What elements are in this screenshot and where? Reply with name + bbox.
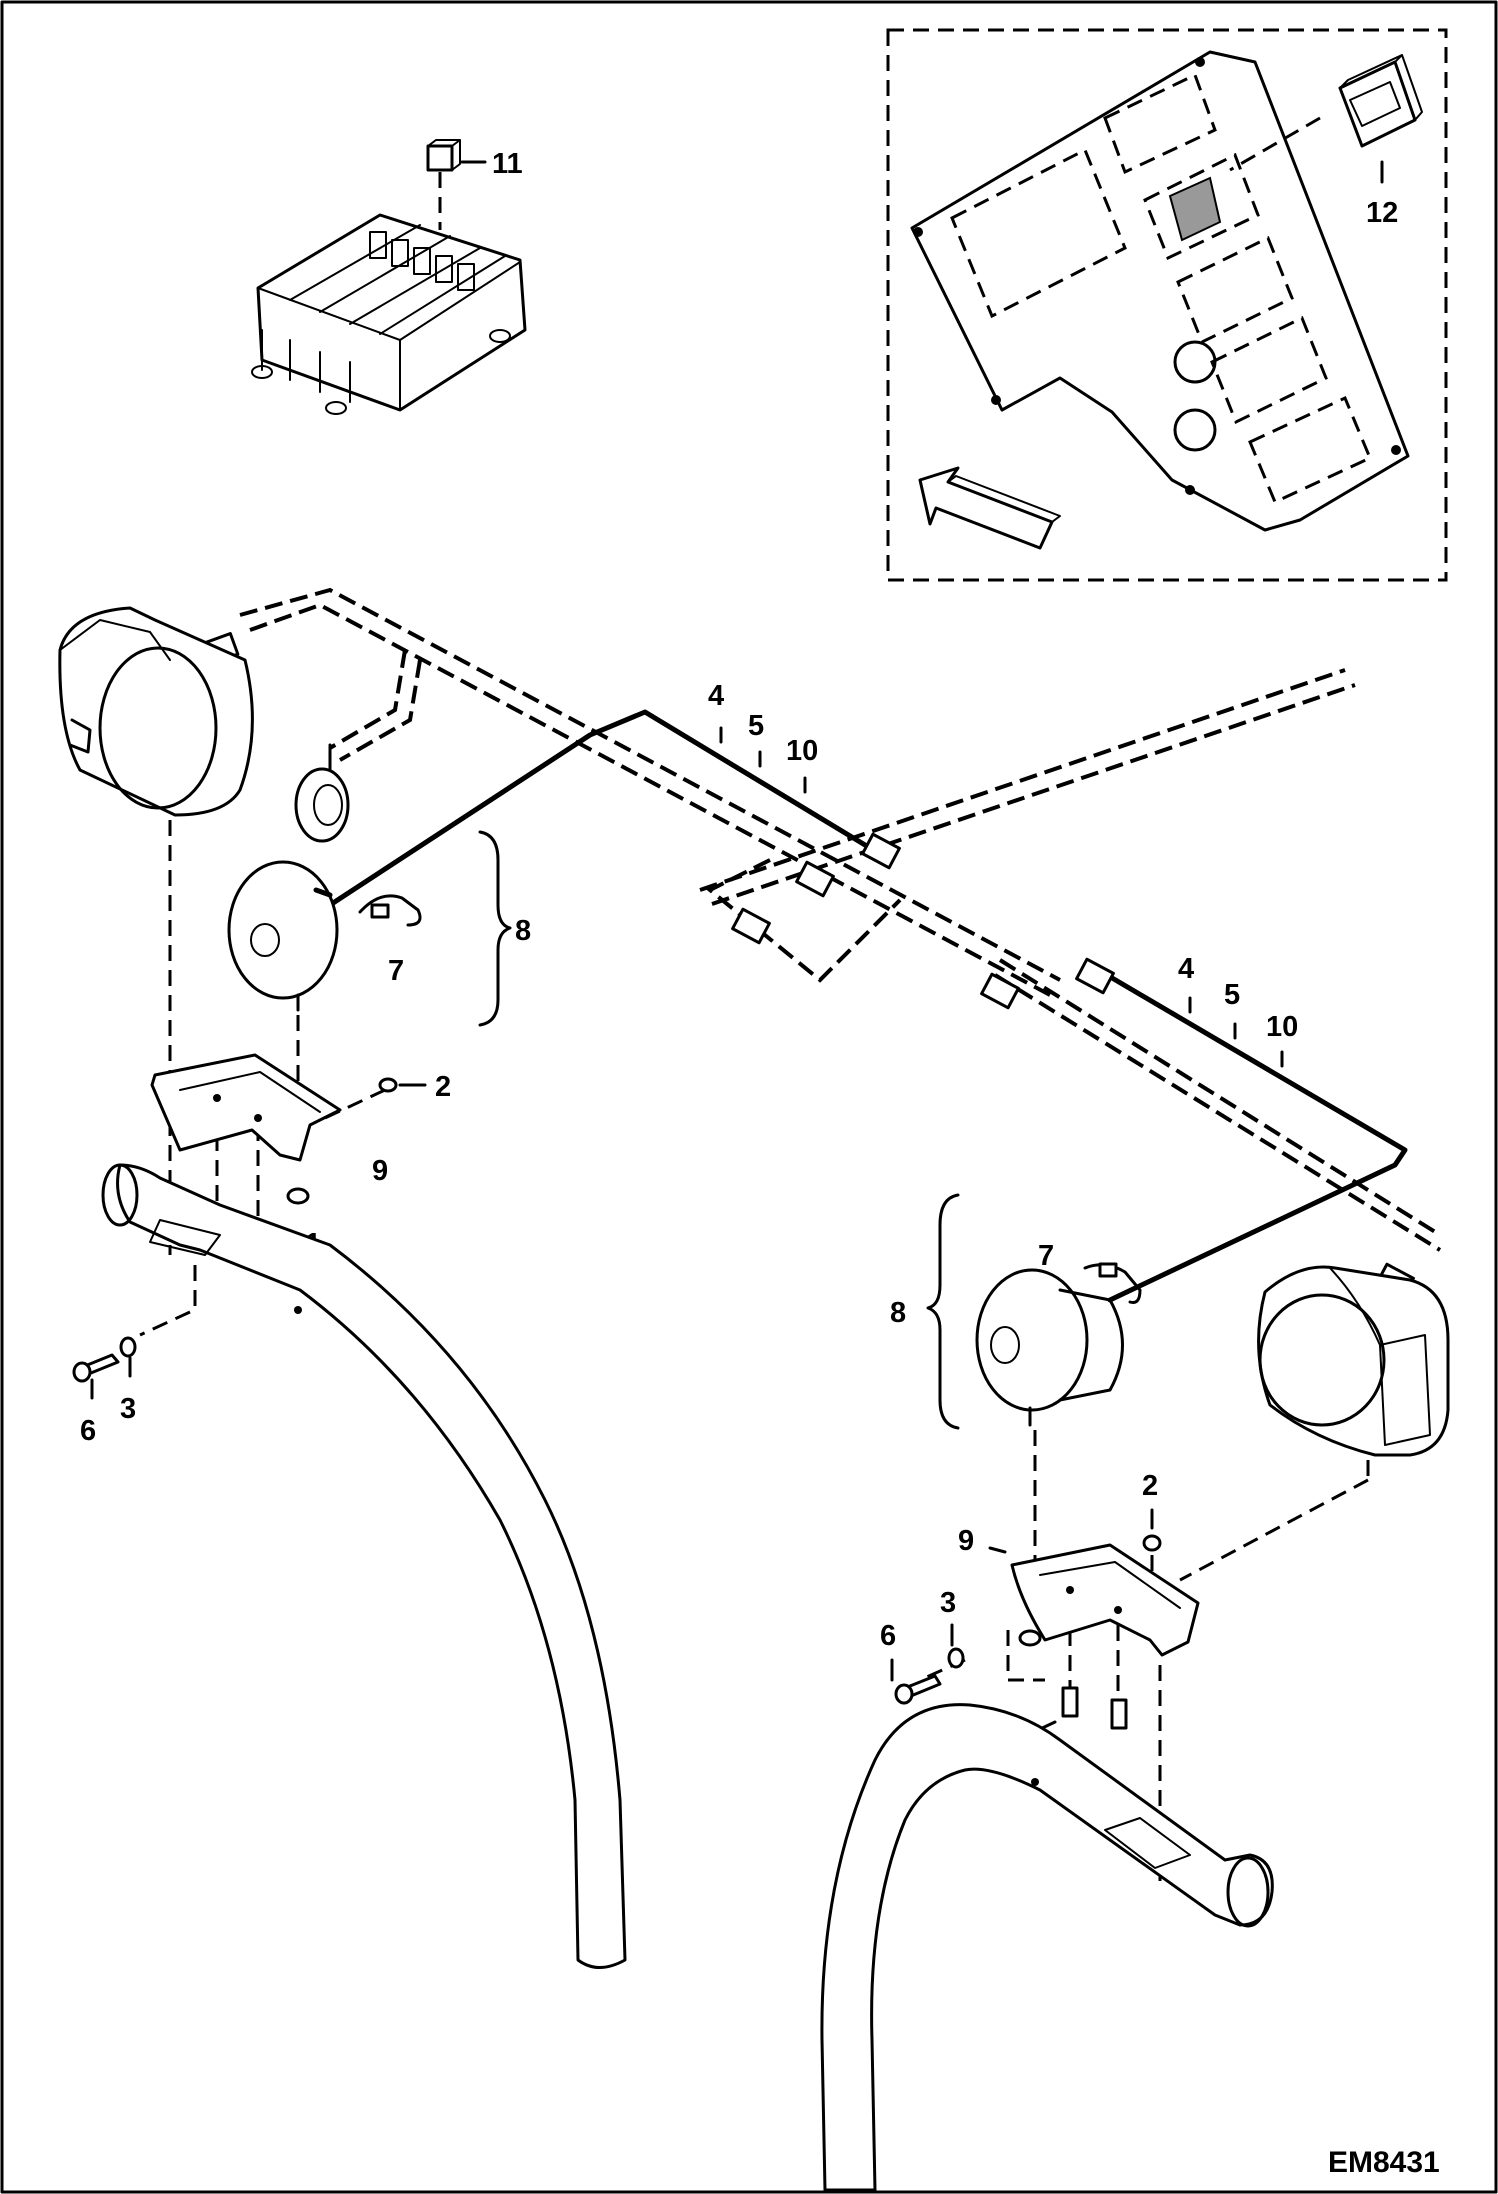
callout-6-right: 6 xyxy=(880,1620,896,1652)
left-connector-clip-7 xyxy=(358,894,422,927)
callout-3-right: 3 xyxy=(940,1587,956,1619)
right-connector-clip-7 xyxy=(1083,1262,1142,1304)
callout-7-right: 7 xyxy=(1038,1240,1054,1272)
bracket-brace-8-right xyxy=(926,1193,960,1430)
callout-2-right: 2 xyxy=(1142,1470,1158,1502)
relay-part-11 xyxy=(426,139,487,230)
callout-8-left: 8 xyxy=(515,915,531,947)
callout-11: 11 xyxy=(492,148,523,180)
callout-5-left: 5 xyxy=(748,710,764,742)
wiring-harness xyxy=(239,587,1442,1303)
left-work-lamp xyxy=(227,860,339,1012)
left-mounting-bracket-9 xyxy=(150,1053,342,1162)
right-mounting-bracket-9 xyxy=(988,1543,1200,1657)
relay-fuse-block xyxy=(251,213,527,415)
callout-3-left: 3 xyxy=(120,1393,136,1425)
right-work-lamp xyxy=(975,1268,1124,1427)
right-frame-tube xyxy=(820,1703,1274,2192)
callout-6-left: 6 xyxy=(80,1415,96,1447)
callout-7-left: 7 xyxy=(388,955,404,987)
callout-2-left: 2 xyxy=(435,1071,451,1103)
left-lamp-housing xyxy=(58,606,254,817)
callout-5-right: 5 xyxy=(1224,979,1240,1011)
callout-10-right: 10 xyxy=(1266,1011,1298,1043)
left-nut-2 xyxy=(378,1077,427,1093)
left-frame-tube xyxy=(101,1163,627,1969)
callout-9-left: 9 xyxy=(372,1155,388,1187)
callout-8-right: 8 xyxy=(890,1297,906,1329)
left-horn xyxy=(294,743,350,843)
callout-12: 12 xyxy=(1366,197,1398,229)
callout-9-right: 9 xyxy=(958,1525,974,1557)
inset-switch-panel xyxy=(886,28,1448,582)
right-bolts-1 xyxy=(1036,1686,1128,1732)
callout-4-right: 4 xyxy=(1178,953,1194,985)
callout-10-left: 10 xyxy=(786,735,818,767)
drawing-reference-code: EM8431 xyxy=(1328,2146,1440,2179)
right-lamp-housing xyxy=(1257,1265,1450,1457)
left-bolt-6-washer-3 xyxy=(72,1336,137,1400)
front-arrow-icon xyxy=(918,466,1054,550)
right-nut-2 xyxy=(1142,1508,1162,1552)
callout-4-left: 4 xyxy=(708,680,724,712)
bracket-brace-8-left xyxy=(478,830,512,1027)
right-bolt-6-washer-3 xyxy=(890,1623,965,1705)
